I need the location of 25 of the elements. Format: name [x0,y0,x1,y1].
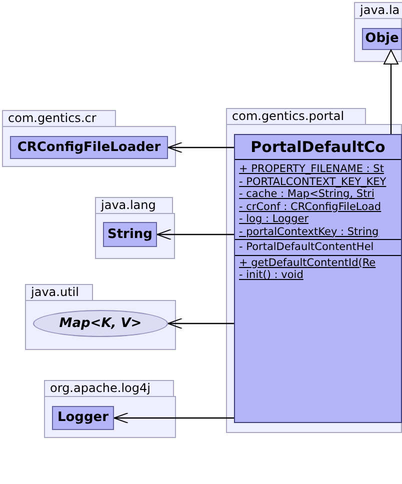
package-tab: java.lang [95,197,173,214]
dependency-arrow [114,412,234,424]
class-box: String [103,222,157,247]
class-box: CRConfigFileLoader [10,136,168,159]
package-tab: com.gentics.portal [226,108,366,125]
class-member: - cache : Map<String, Stri [238,188,376,200]
class-member: + PROPERTY_FILENAME : St [238,163,385,176]
class-box: Logger [52,406,114,430]
package-tab: java.util [25,284,93,301]
class-member: + getDefaultContentId(Re [238,256,377,269]
class-name: PortalDefaultCo [250,136,386,158]
class-member: - init() : void [238,269,304,282]
dependency-arrow [168,318,234,329]
class-member: - crConf : CRConfigFileLoad [238,200,382,213]
inheritance-arrow [384,50,398,134]
dependency-arrow [168,142,234,153]
class-member: - log : Logger [238,213,310,226]
package-tab: java.la [354,2,402,19]
package-tab: com.gentics.cr [2,110,116,127]
dependency-arrow [156,229,234,240]
class-member: - PortalDefaultContentHel [238,241,375,254]
package-tab: org.apache.log4j [44,380,174,397]
class-member: - portalContextKey : String [238,226,380,238]
class-member: - PORTALCONTEXT_KEY_KEY [238,176,388,188]
class-box: Obje [362,28,402,50]
